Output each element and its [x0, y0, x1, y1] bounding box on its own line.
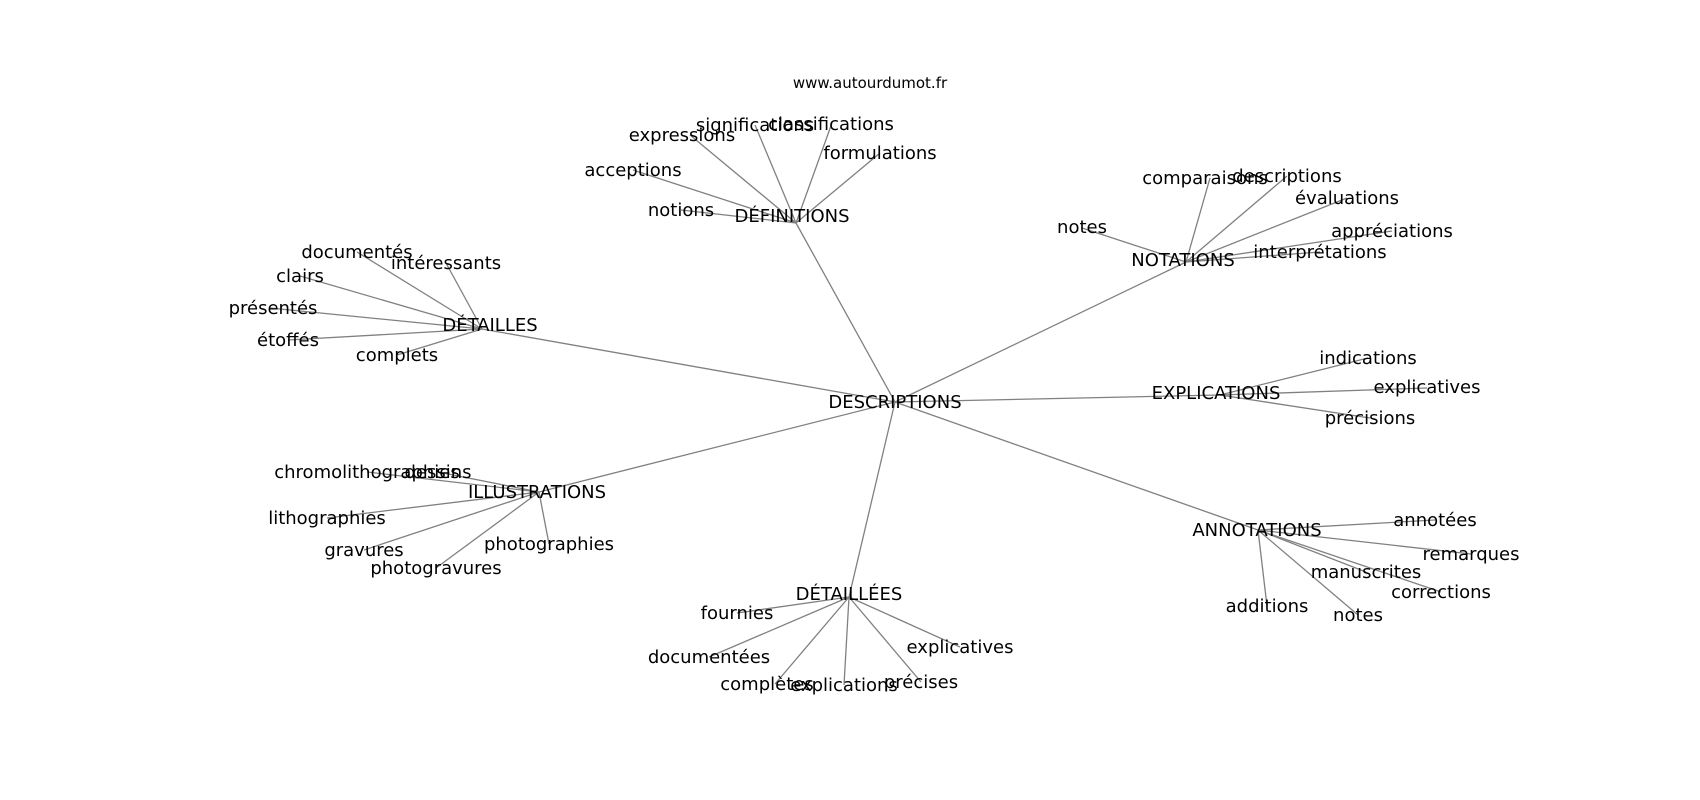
leaf-label: intéressants [391, 253, 501, 274]
graph-edge [363, 491, 540, 551]
labels-layer: www.autourdumot.fr DESCRIPTIONS DÉFINITI… [229, 74, 1520, 696]
leaf-label: dessins [404, 462, 471, 483]
graph-edge [795, 152, 881, 224]
leaf-label: évaluations [1295, 188, 1399, 209]
leaf-label: notions [648, 200, 714, 221]
graph-edge [754, 124, 797, 224]
leaf-label: additions [1226, 596, 1309, 617]
graph-edge [1219, 387, 1428, 396]
leaf-label: complètes [720, 674, 813, 695]
leaf-label: manuscrites [1311, 562, 1422, 583]
hub-label-detaillees: DÉTAILLÉES [796, 583, 903, 605]
graph-edge [326, 491, 540, 519]
leaf-label: notes [1057, 217, 1107, 238]
leaf-label: significations [696, 115, 814, 136]
graph-edge [366, 471, 540, 493]
leaf-label: notes [1333, 605, 1383, 626]
leaf-label: formulations [823, 143, 936, 164]
leaf-label: précises [884, 672, 958, 693]
leaf-label: explicatives [907, 637, 1014, 658]
graph-edge [689, 134, 797, 224]
leaf-label: classifications [768, 114, 894, 135]
hub-label-definitions: DÉFINITIONS [734, 205, 849, 227]
graph-edge [538, 401, 896, 493]
leaf-label: acceptions [584, 160, 681, 181]
graph-edge [848, 596, 922, 683]
graph-edge [299, 275, 483, 330]
graph-edge [1185, 251, 1321, 263]
graph-edge [1257, 529, 1472, 555]
graph-edge [774, 596, 850, 685]
leaf-label: interprétations [1253, 242, 1386, 263]
leaf-label: expressions [629, 125, 735, 146]
graph-edge [795, 222, 896, 403]
leaf-label: indications [1319, 348, 1417, 369]
graph-edge [1257, 529, 1367, 573]
leaf-label: photogravures [370, 558, 501, 579]
graph-edge [894, 261, 1187, 403]
graph-edge [481, 328, 896, 403]
source-label: www.autourdumot.fr [793, 74, 948, 92]
graph-edge [848, 401, 896, 598]
edges-layer [269, 122, 1472, 686]
hub-label-detailles: DÉTAILLES [442, 314, 537, 336]
graph-edge [632, 169, 797, 224]
graph-edge [437, 471, 540, 493]
graph-edge [269, 307, 483, 330]
leaf-label: corrections [1391, 582, 1491, 603]
graph-edge [1185, 197, 1348, 263]
leaf-label: complets [356, 345, 438, 366]
graph-edge [1257, 519, 1436, 531]
graph-edge [435, 491, 540, 569]
hub-label-notations: NOTATIONS [1131, 250, 1235, 271]
graph-edge [356, 251, 483, 330]
leaf-label: annotées [1393, 510, 1476, 531]
leaf-label: précisions [1325, 408, 1416, 429]
hub-label-explications: EXPLICATIONS [1152, 383, 1281, 404]
graph-edge [708, 596, 850, 658]
graph-edge [1081, 227, 1187, 263]
graph-edge [894, 401, 1259, 531]
center-node-label: DESCRIPTIONS [828, 392, 961, 413]
graph-edge [538, 491, 550, 545]
leaf-label: clairs [276, 266, 324, 287]
graph-edge [1185, 177, 1211, 263]
leaf-label: lithographies [268, 508, 386, 529]
graph-edge [795, 122, 833, 224]
leaf-label: étoffés [257, 330, 319, 351]
leaf-label: gravures [324, 540, 403, 561]
graph-edge [1257, 529, 1268, 607]
graph-edge [1185, 175, 1288, 263]
leaf-label: documentés [301, 242, 412, 263]
leaf-label: remarques [1422, 544, 1519, 565]
leaf-label: explicatives [1374, 377, 1481, 398]
graph-edge [680, 209, 797, 224]
leaf-label: fournies [701, 603, 774, 624]
hub-label-illustrations: ILLUSTRATIONS [468, 482, 606, 503]
graph-edge [1257, 529, 1359, 616]
leaf-label: explications [790, 675, 898, 696]
graph-edge [894, 394, 1221, 403]
leaf-label: photographies [484, 534, 614, 555]
leaf-label: documentées [648, 647, 770, 668]
graph-edge [736, 596, 850, 614]
leaf-label: présentés [229, 298, 318, 319]
graph-edge [1219, 357, 1369, 396]
graph-edge [287, 328, 483, 341]
graph-edge [848, 596, 961, 648]
graph-edge [1257, 529, 1442, 593]
graph-edge [445, 262, 483, 330]
leaf-label: chromolithographies [274, 462, 460, 483]
graph-edge [843, 596, 850, 686]
leaf-label: descriptions [1232, 166, 1341, 187]
leaf-label: comparaisons [1142, 168, 1268, 189]
graph-edge [1219, 394, 1371, 419]
hub-label-annotations: ANNOTATIONS [1192, 520, 1321, 541]
graph-edge [1185, 230, 1393, 263]
leaf-label: appréciations [1331, 221, 1453, 242]
graph-edge [396, 328, 483, 356]
